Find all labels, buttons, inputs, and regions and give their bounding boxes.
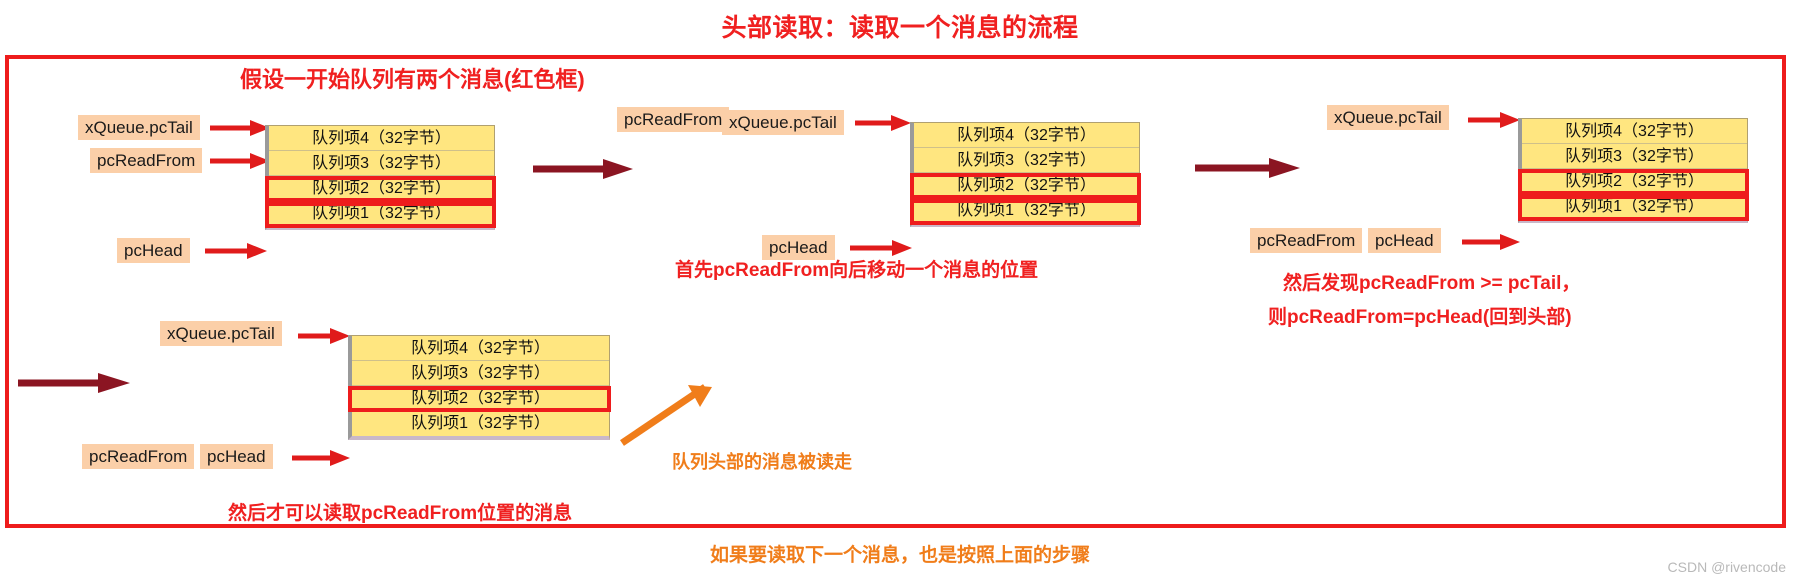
step3-row-item3: 队列项3（32字节） (1522, 144, 1747, 169)
step2-caption: 首先pcReadFrom向后移动一个消息的位置 (675, 260, 1039, 281)
step3-label-pcreadfrom: pcReadFrom (1250, 228, 1363, 253)
step3-label-pchead: pcHead (1368, 228, 1441, 253)
step3-label-pctail: xQueue.pcTail (1327, 105, 1449, 130)
step2-label-pcreadfrom: pcReadFrom (617, 107, 730, 132)
step2-label-pchead: pcHead (762, 235, 835, 260)
step2-row-item3: 队列项3（32字节） (914, 148, 1139, 173)
step3-row-item4: 队列项4（32字节） (1522, 119, 1747, 144)
transition-arrow-2-to-3-icon (1195, 158, 1300, 178)
step3-caption-line1: 然后发现pcReadFrom >= pcTail， (1283, 273, 1581, 294)
step1-row-item3: 队列项3（32字节） (269, 151, 494, 176)
step3-row-item1: 队列项1（32字节） (1522, 194, 1747, 219)
step4-annotation-arrow-icon (620, 384, 712, 446)
step1-queue: 队列项4（32字节） 队列项3（32字节） 队列项2（32字节） 队列项1（32… (265, 125, 495, 230)
step2-row-item1: 队列项1（32字节） (914, 198, 1139, 223)
step4-arrow-pctail-icon (298, 328, 350, 344)
step2-arrow-pchead-icon (850, 240, 912, 256)
step4-row-item4: 队列项4（32字节） (352, 336, 609, 361)
step2-label-pctail: xQueue.pcTail (722, 110, 844, 135)
step2-row-item2: 队列项2（32字节） (914, 173, 1139, 198)
step2-arrow-pctail-icon (855, 115, 911, 131)
step3-caption-line2: 则pcReadFrom=pcHead(回到头部) (1268, 307, 1572, 328)
step4-label-pctail: xQueue.pcTail (160, 321, 282, 346)
step1-arrow-pcreadfrom-icon (210, 153, 270, 169)
step2-queue: 队列项4（32字节） 队列项3（32字节） 队列项2（32字节） 队列项1（32… (910, 122, 1140, 227)
step4-row-item2: 队列项2（32字节） (352, 386, 609, 411)
transition-arrow-3-to-4-icon (18, 373, 130, 393)
step4-label-pchead: pcHead (200, 444, 273, 469)
step3-queue: 队列项4（32字节） 队列项3（32字节） 队列项2（32字节） 队列项1（32… (1518, 118, 1748, 223)
step3-arrow-pchead-icon (1462, 234, 1520, 250)
step3-arrow-pctail-icon (1468, 112, 1520, 128)
step4-queue: 队列项4（32字节） 队列项3（32字节） 队列项2（32字节） 队列项1（32… (348, 335, 610, 440)
page-title: 头部读取：读取一个消息的流程 (721, 14, 1079, 42)
step4-row-item3: 队列项3（32字节） (352, 361, 609, 386)
step4-caption: 然后才可以读取pcReadFrom位置的消息 (228, 503, 573, 524)
step3-row-item2: 队列项2（32字节） (1522, 169, 1747, 194)
step1-label-pctail: xQueue.pcTail (78, 115, 200, 140)
step1-arrow-pchead-icon (205, 243, 267, 259)
step1-arrow-pctail-icon (210, 120, 270, 136)
step4-row-item1: 队列项1（32字节） (352, 411, 609, 436)
watermark: CSDN @rivencode (1667, 559, 1786, 575)
step1-row-item2: 队列项2（32字节） (269, 176, 494, 201)
footer-caption: 如果要读取下一个消息，也是按照上面的步骤 (709, 545, 1090, 566)
step4-label-pcreadfrom: pcReadFrom (82, 444, 195, 469)
step1-row-item1: 队列项1（32字节） (269, 201, 494, 226)
step4-arrow-pchead-icon (292, 450, 350, 466)
outer-red-frame (5, 55, 1786, 528)
step1-label-pchead: pcHead (117, 238, 190, 263)
step4-annotation-text: 队列头部的消息被读走 (672, 452, 852, 472)
step2-row-item4: 队列项4（32字节） (914, 123, 1139, 148)
step1-label-pcreadfrom: pcReadFrom (90, 148, 203, 173)
transition-arrow-1-to-2-icon (533, 159, 633, 179)
step1-row-item4: 队列项4（32字节） (269, 126, 494, 151)
section-heading: 假设一开始队列有两个消息(红色框) (240, 67, 585, 92)
